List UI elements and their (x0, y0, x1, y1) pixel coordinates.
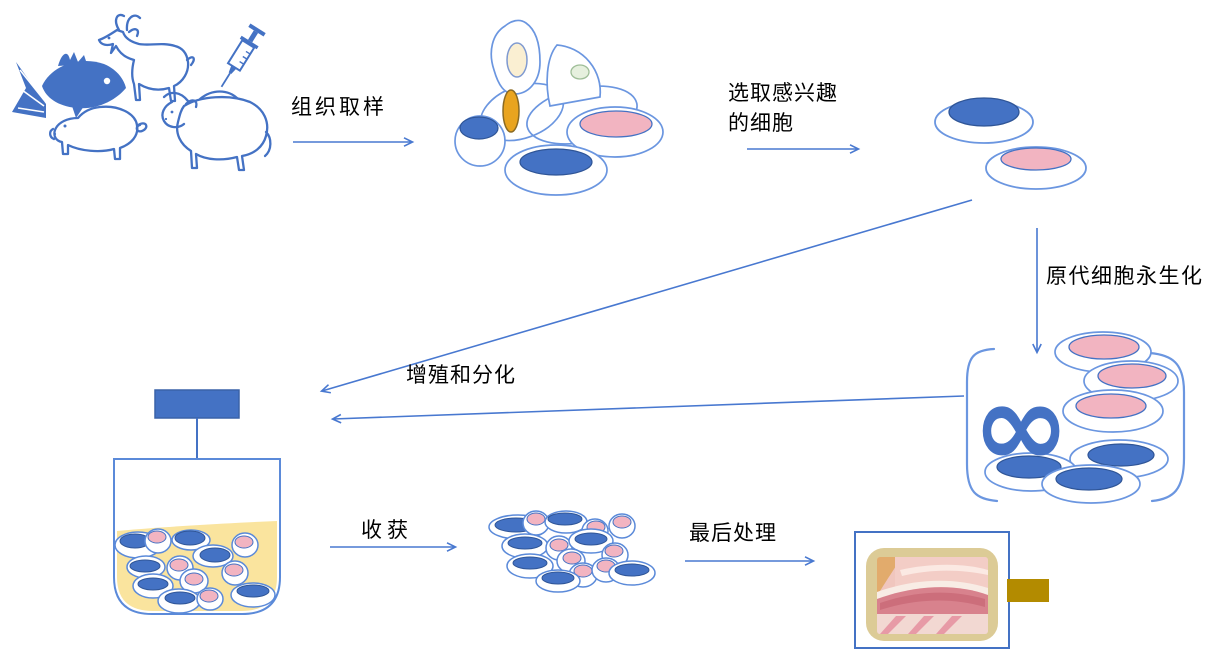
flask-dishes-pink (1054, 331, 1179, 433)
infinity-icon: ∞ (972, 356, 1070, 494)
meat-photo (877, 557, 988, 634)
goat-icon (97, 13, 195, 103)
harvested-cells-cluster (488, 510, 656, 593)
cell-nucleus-green (570, 64, 590, 80)
cell-nucleus-cream (506, 42, 528, 78)
fish-icon (12, 52, 126, 118)
label-tissue-sampling: 组织取样 (291, 95, 387, 119)
selected-petri-dishes (934, 97, 1087, 190)
arrows (293, 137, 1042, 566)
cell-orange (502, 89, 520, 133)
meat-product (854, 531, 1049, 649)
syringe-icon (220, 23, 266, 88)
bioreactor-cells (114, 528, 276, 614)
label-select-cells-line2: 的细胞 (728, 111, 794, 135)
label-harvest: 收获 (361, 518, 413, 542)
animals-illustration (12, 13, 272, 172)
label-proliferation: 增殖和分化 (406, 363, 516, 387)
label-final-processing: 最后处理 (689, 521, 777, 545)
immortalized-cells-flask: ∞ (965, 331, 1186, 504)
bioreactor (113, 389, 281, 615)
label-immortalization: 原代细胞永生化 (1046, 264, 1204, 288)
arrow-proliferation-bottom (330, 395, 965, 424)
label-select-cells-line1: 选取感兴趣 (728, 81, 838, 105)
tissue-cells-illustration (454, 19, 664, 196)
label-select-cells: 选取感兴趣 的细胞 (728, 78, 838, 138)
meat-tab (1007, 579, 1049, 602)
pig-icon (48, 99, 148, 161)
bioreactor-motor (154, 389, 240, 419)
cow-icon (161, 90, 272, 172)
arrow-proliferation-top (319, 199, 973, 394)
flask-dishes-blue (984, 439, 1169, 504)
